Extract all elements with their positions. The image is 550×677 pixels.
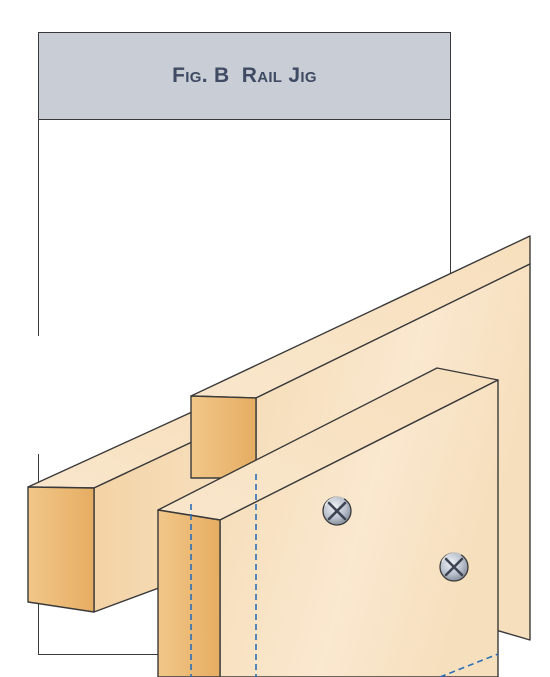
hidden-line-corner — [439, 653, 499, 677]
left-rail-end-grain — [27, 486, 95, 613]
figure-title: Fig. B Rail Jig — [172, 64, 317, 87]
jig-block — [157, 367, 499, 677]
figure-header: Fig. B Rail Jig — [38, 32, 451, 120]
frame-gap — [30, 336, 46, 454]
phillips-screw-icon — [322, 496, 352, 526]
phillips-screw-icon — [439, 552, 469, 582]
jig-block-edge — [157, 509, 221, 677]
hidden-lines — [190, 474, 499, 677]
